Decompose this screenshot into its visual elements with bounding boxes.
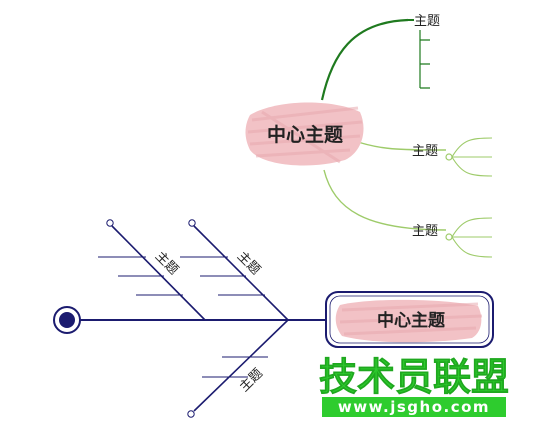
fishbone-bone-lower[interactable]: 主题 xyxy=(187,319,289,418)
bone-lower-endpoint xyxy=(187,410,195,418)
watermark-url: www.jsgho.com xyxy=(338,398,490,416)
fishbone-tail-inner-circle xyxy=(59,312,75,328)
bone-upper-left-label: 主题 xyxy=(152,249,181,278)
subtopic-top-label: 主题 xyxy=(414,14,440,29)
bone-upper-left-line xyxy=(111,225,206,321)
subtopic-bottom-children xyxy=(451,217,493,258)
bone-upper-right-line xyxy=(193,225,289,321)
fishbone-head[interactable]: 中心主题 xyxy=(325,291,494,348)
bone-lower-line xyxy=(193,319,289,412)
subtopic-middle-label: 主题 xyxy=(412,144,438,159)
bone-upper-left-endpoint xyxy=(106,219,114,227)
fishbone-head-scribble-strokes xyxy=(339,302,483,336)
fishbone-head-label: 中心主题 xyxy=(377,310,446,331)
subtopic-top-children-bracket xyxy=(419,30,430,89)
mindmap: 中心主题 主题 主题 主题 xyxy=(245,14,493,258)
fishbone-head-inner-border xyxy=(329,295,490,344)
fishbone-tail[interactable] xyxy=(53,306,81,334)
bone-upper-right-label: 主题 xyxy=(234,249,263,278)
fishbone-bone-upper-right[interactable]: 主题 xyxy=(180,219,289,321)
mindmap-central-scribble-strokes xyxy=(247,106,363,164)
bone-lower-label: 主题 xyxy=(237,366,266,395)
fishbone-bone-upper-left[interactable]: 主题 xyxy=(98,219,206,321)
mindmap-subtopic-middle[interactable]: 主题 xyxy=(412,137,493,177)
subtopic-bottom-label: 主题 xyxy=(412,224,438,239)
subtopic-middle-node-dot xyxy=(445,153,453,161)
bone-upper-right-endpoint xyxy=(188,219,196,227)
mindmap-subtopic-bottom[interactable]: 主题 xyxy=(412,217,493,258)
mindmap-central-topic[interactable]: 中心主题 xyxy=(245,102,364,166)
mindmap-central-label: 中心主题 xyxy=(267,123,343,146)
subtopic-bottom-node-dot xyxy=(445,233,453,241)
subtopic-middle-children xyxy=(451,137,493,177)
mindmap-branch-bottom-connector xyxy=(323,169,447,231)
watermark-url-bar xyxy=(322,397,506,417)
watermark: 技术员联盟 www.jsgho.com xyxy=(319,355,509,417)
mindmap-branch-top-connector xyxy=(320,18,409,101)
fishbone: 主题 主题 主题 中心主题 xyxy=(53,219,494,418)
mindmap-subtopic-top[interactable]: 主题 xyxy=(408,14,440,89)
watermark-title: 技术员联盟 xyxy=(319,355,509,399)
